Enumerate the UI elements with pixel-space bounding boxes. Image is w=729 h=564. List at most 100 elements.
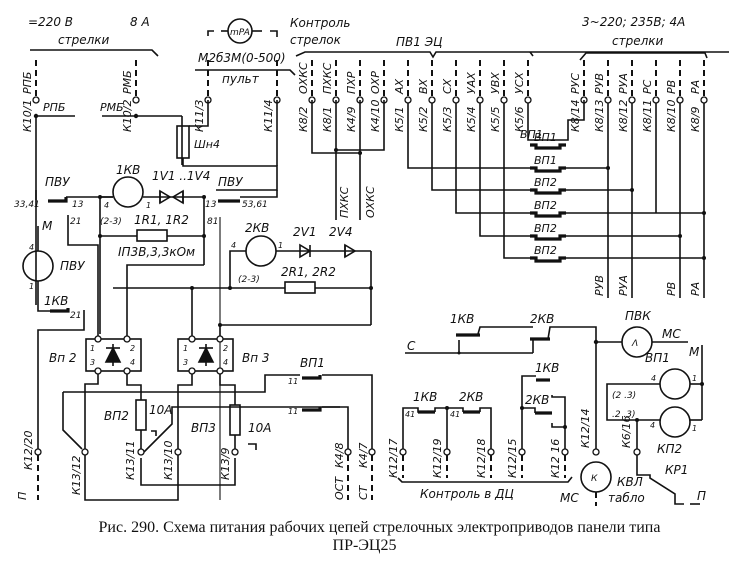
wire-label: АХ — [393, 78, 406, 95]
terminal-id-label: К10/1 — [21, 99, 34, 132]
vp1-relay-pin4: 4 — [651, 374, 656, 383]
pvu-left-pins: 33,41 — [14, 200, 40, 210]
wire-label: СХ — [441, 78, 454, 94]
p-bottom-label: П — [697, 489, 706, 503]
pvu-left-pin21: 21 — [70, 217, 81, 227]
diode-2v1-label: 2V1 — [293, 225, 316, 239]
contact-pin-11a: 11 — [288, 377, 298, 386]
vp1-wire — [63, 374, 300, 393]
top-1kv-label: 1КВ — [450, 312, 474, 326]
junction — [190, 286, 194, 290]
terminal-id-label: К4/10 — [369, 99, 382, 132]
bottom-wire-label: РУА — [617, 275, 630, 296]
terminal-k12-16 — [561, 448, 569, 456]
milliammeter-symbol: mPA — [230, 28, 250, 38]
power-circuit-schematic: =220 В 8 А стрелки mPA М2б3М(0-500) пуль… — [14, 15, 729, 506]
pvu-right-pins: 53,61 — [242, 200, 268, 210]
terminal-k12-19-label: К12/19 — [431, 438, 444, 478]
resistors-2r-label: 2R1, 2R2 — [281, 265, 336, 279]
vp-contact — [530, 188, 566, 195]
c-wire-label: С — [407, 339, 416, 353]
terminal-id-label: К11/4 — [262, 99, 275, 132]
pvu-coil-pin1: 1 — [29, 282, 34, 291]
vp3-switch-wire — [140, 406, 340, 456]
vp1-relay-label: ВП1 — [645, 351, 670, 365]
terminal--5-5 — [500, 96, 508, 104]
terminal-k12-14-label: К12/14 — [579, 408, 592, 448]
terminal-id-label: К8/10 — [665, 99, 678, 132]
terminal-id-label: К11/3 — [193, 99, 206, 132]
resistor-1r — [136, 229, 168, 242]
bridge-vp3: 1 2 3 4 — [177, 335, 234, 375]
terminal-k13-10 — [174, 448, 182, 456]
wire-label: РУА — [617, 73, 630, 94]
vp1-relay-pin1: 1 — [692, 374, 697, 383]
terminal-id-label: К5/6 — [513, 106, 526, 132]
terminal-k12-15 — [518, 448, 526, 456]
terminal-id-label: К8/12 — [617, 99, 630, 132]
terminal-id-label: К8/11 — [641, 99, 654, 132]
terminal-id-label: К8/14 — [569, 99, 582, 132]
wire-label: УВХ — [489, 72, 502, 94]
terminal-id-label: К8/1 — [321, 106, 334, 132]
terminal-id-label: К8/9 — [689, 106, 702, 132]
rpb-wire-label: РПБ — [43, 101, 65, 114]
terminal--8-9 — [700, 96, 708, 104]
pvu-left-contact — [48, 197, 68, 203]
relay-2kv-winding: (2-3) — [238, 275, 260, 285]
control-dc-bracket — [397, 476, 573, 483]
pvu-coil-return — [37, 310, 85, 440]
pvu-left-pin13: 13 — [72, 200, 84, 210]
right-group-label: стрелки — [612, 34, 664, 48]
terminal--5-1 — [404, 96, 412, 104]
terminal-k12-18 — [487, 448, 495, 456]
rmb-wire-label: РМБ — [100, 101, 124, 114]
terminal--10-1 — [32, 96, 40, 104]
terminal-k12-18-label: К12/18 — [475, 438, 488, 478]
relay-1kv-label: 1КВ — [116, 163, 140, 177]
st-wire-label: СТ — [357, 484, 370, 500]
right-supply-voltage: 3~220; 235В; 4А — [582, 15, 685, 29]
diode-2v1-icon — [299, 243, 312, 259]
relay-2kv-label: 2КВ — [245, 221, 269, 235]
contact-1kv-pin: 21 — [70, 311, 81, 321]
wire-label: РПБ — [21, 72, 34, 94]
vp-contact-label: ВП2 — [534, 199, 557, 212]
terminal-id-label: К5/2 — [417, 106, 430, 132]
pv1-group-label: ПВ1 ЭЦ — [396, 35, 442, 49]
terminal--5-2 — [428, 96, 436, 104]
mc-top-label: МС — [662, 327, 681, 341]
wire-label: УСХ — [513, 72, 526, 94]
pvu-left-label: ПВУ — [45, 175, 70, 189]
terminal-id-label: К5/5 — [489, 106, 502, 132]
fuse-vp2-label: ВП2 — [104, 409, 129, 423]
vp-contact-label: ВП1 — [534, 154, 557, 167]
relay-2kv-coil — [245, 235, 277, 267]
bridge-vp2-pin4: 4 — [130, 358, 135, 367]
wire-label: ПХКС — [321, 62, 334, 94]
bridge-vp2-pin1: 1 — [90, 344, 95, 353]
contact-pin-11b: 11 — [288, 407, 298, 416]
okhks-wire-label: ОХКС — [364, 186, 377, 218]
top-2kv-label: 2КВ — [530, 312, 554, 326]
kp2-label: КП2 — [657, 442, 682, 456]
kvl-label: КВЛ — [617, 475, 643, 489]
vp-source-wire — [503, 120, 530, 259]
pkhks-wire-label: ПХКС — [338, 186, 351, 218]
vp-contact-label: ВП2 — [534, 222, 557, 235]
junction — [98, 234, 102, 238]
terminal-k4-7-label: К4/7 — [357, 442, 370, 468]
pvu-coil-pin4: 4 — [29, 243, 34, 252]
diode-2v4-icon — [344, 243, 357, 259]
terminal-id-label: К5/3 — [441, 106, 454, 132]
bridge-vp3-pin4: 4 — [223, 358, 228, 367]
wire-label: ПХР — [345, 71, 358, 94]
terminal-id-label: К8/2 — [297, 106, 310, 132]
bridge-vp2-label: Вп 2 — [49, 351, 77, 365]
relay-1kv-pin1: 1 — [146, 201, 151, 210]
mc-bottom-label: МС — [560, 491, 579, 505]
fuse-vp2 — [135, 399, 147, 431]
diode-1v4-icon — [171, 189, 184, 205]
junction — [563, 425, 567, 429]
